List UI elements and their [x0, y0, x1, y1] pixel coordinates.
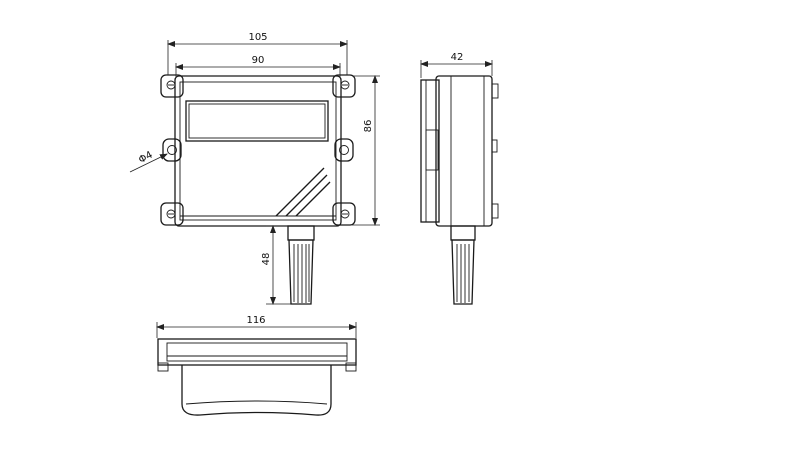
- front-dimensions: 105 90 86 Φ4 48: [129, 32, 380, 305]
- dim-probe-length: 48: [261, 253, 272, 266]
- dim-front-height: 86: [363, 120, 374, 133]
- side-dimensions: 42: [420, 52, 493, 78]
- bottom-view: [157, 338, 357, 416]
- dim-front-width: 105: [248, 32, 267, 43]
- dim-hole-diameter: Φ4: [137, 150, 155, 166]
- side-view: [420, 75, 499, 305]
- bottom-dimensions: 116: [156, 315, 357, 338]
- screw-icon: [166, 80, 350, 219]
- dim-bottom-width: 116: [246, 315, 265, 326]
- dim-side-depth: 42: [451, 52, 464, 63]
- dim-front-inner-width: 90: [252, 55, 265, 66]
- front-view: [160, 74, 356, 305]
